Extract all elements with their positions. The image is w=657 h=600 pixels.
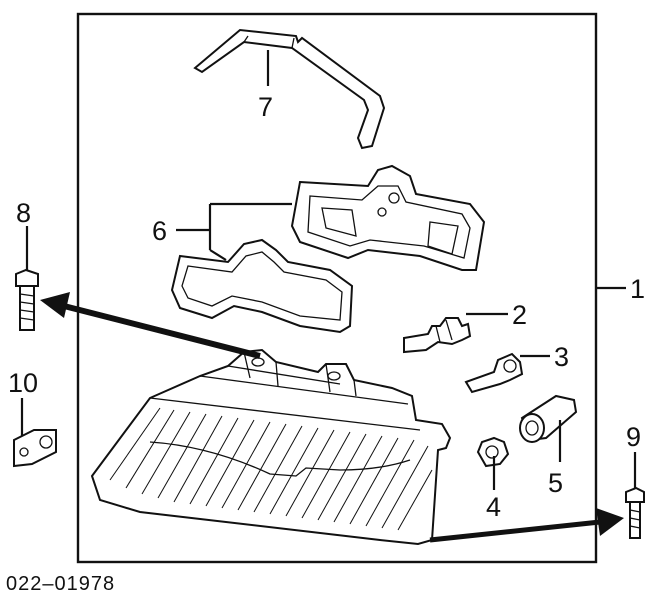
part-9-bolt <box>625 486 645 539</box>
part-4-small-bulb <box>476 436 510 468</box>
leader-6 <box>176 202 292 261</box>
diagram-code: 022–01978 <box>6 573 115 595</box>
callout-7: 7 <box>258 92 273 122</box>
part-3-bulb <box>464 352 524 394</box>
callout-2: 2 <box>512 300 527 330</box>
callout-10: 10 <box>8 368 38 398</box>
arrow-8-to-housing <box>40 292 261 359</box>
part-7-bracket <box>193 28 386 150</box>
part-6-gasket <box>170 238 354 334</box>
callout-1: 1 <box>630 274 645 304</box>
arrow-housing-to-9 <box>429 508 624 543</box>
callout-8: 8 <box>16 198 31 228</box>
callout-4: 4 <box>486 492 501 522</box>
part-6-rear-housing <box>290 164 486 271</box>
part-8-bolt <box>15 268 39 331</box>
part-2-headlamp-bulb <box>403 317 472 354</box>
headlamp-lens-stripes <box>109 407 433 531</box>
callout-3: 3 <box>554 342 569 372</box>
callout-6: 6 <box>152 216 167 246</box>
part-1-headlamp-housing <box>90 348 452 546</box>
part-5-socket <box>519 394 578 443</box>
callout-9: 9 <box>626 422 641 452</box>
callout-5: 5 <box>548 468 563 498</box>
part-10-clip <box>13 429 57 468</box>
